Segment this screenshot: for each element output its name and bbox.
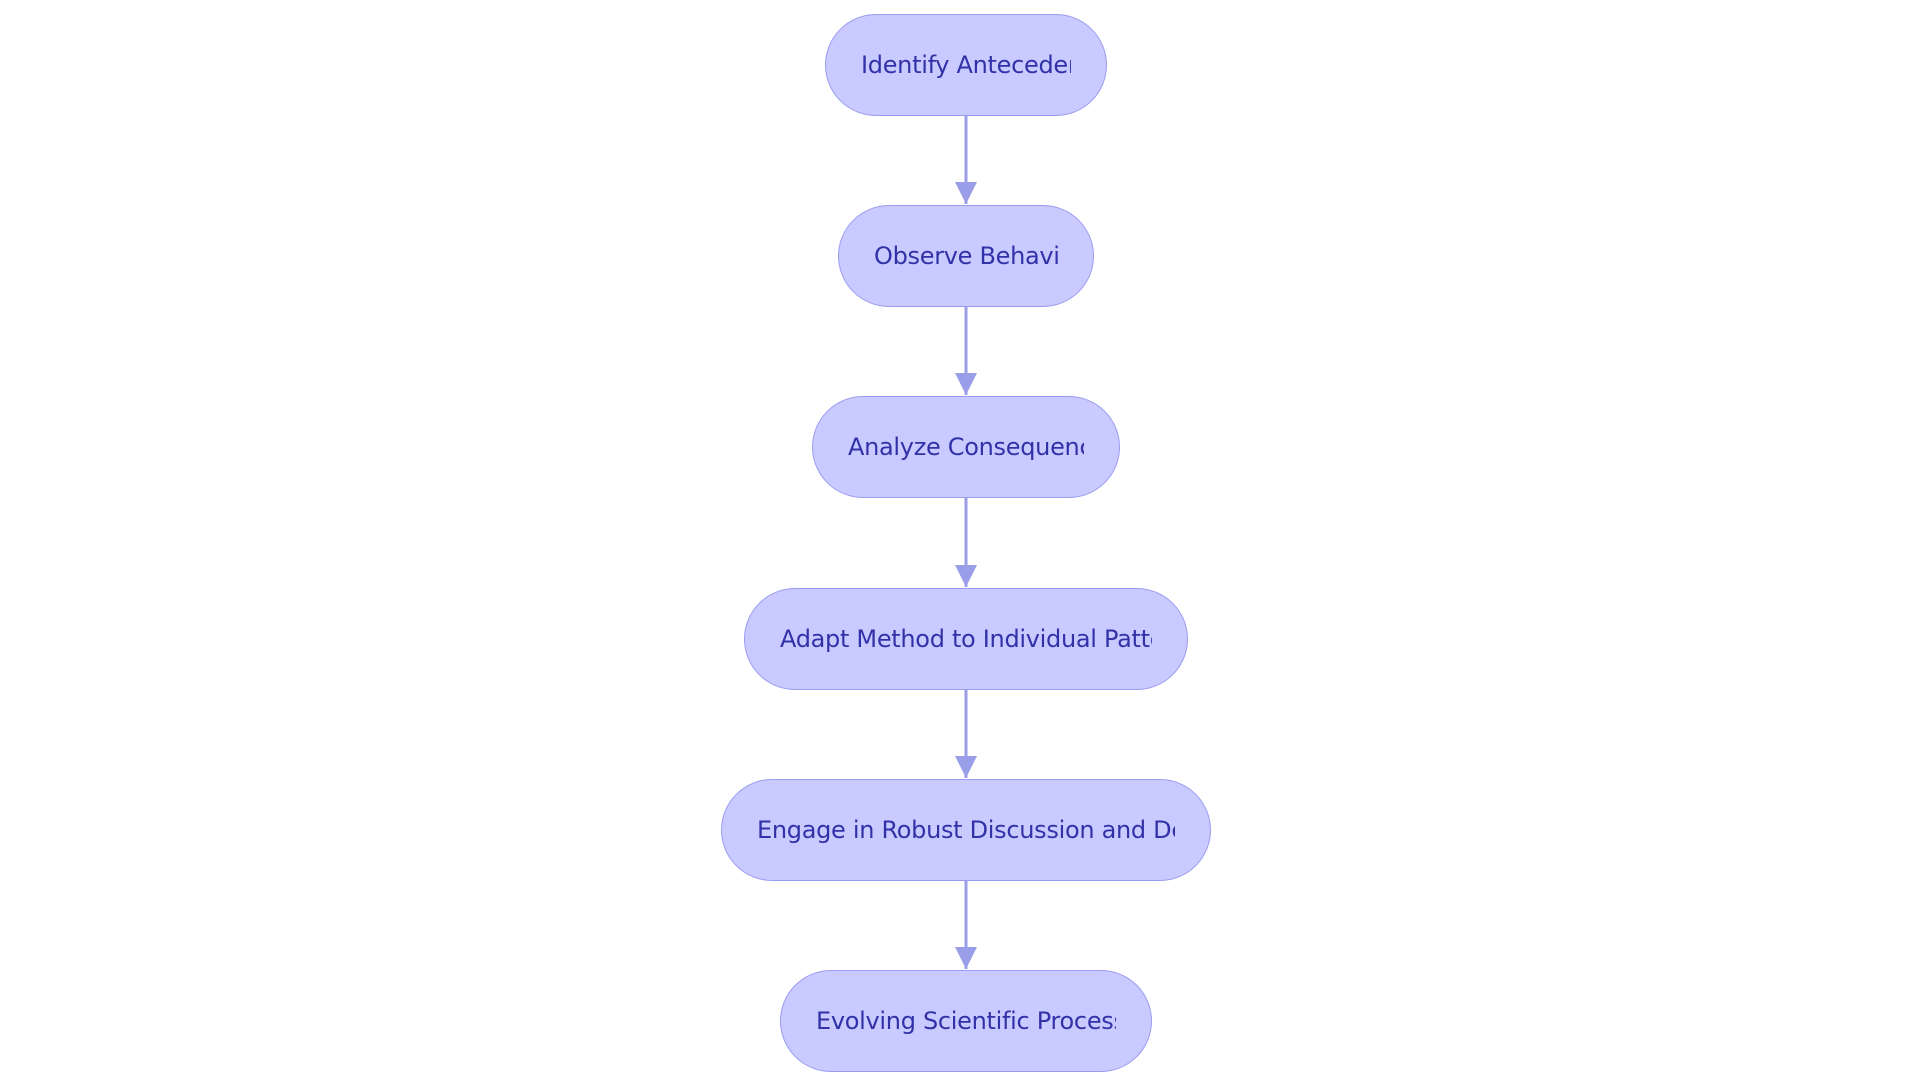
node-label: Identify Antecedents bbox=[861, 51, 1071, 79]
node-label: Engage in Robust Discussion and Debate bbox=[757, 816, 1175, 844]
node-label: Evolving Scientific Process bbox=[816, 1007, 1116, 1035]
node-evolving-process: Evolving Scientific Process bbox=[780, 970, 1152, 1072]
node-label: Adapt Method to Individual Patterns bbox=[780, 625, 1152, 653]
node-observe-behavior: Observe Behavior bbox=[838, 205, 1094, 307]
node-adapt-method: Adapt Method to Individual Patterns bbox=[744, 588, 1188, 690]
node-label: Observe Behavior bbox=[874, 242, 1058, 270]
node-identify-antecedents: Identify Antecedents bbox=[825, 14, 1107, 116]
node-label: Analyze Consequences bbox=[848, 433, 1084, 461]
node-engage-discussion: Engage in Robust Discussion and Debate bbox=[721, 779, 1211, 881]
node-analyze-consequences: Analyze Consequences bbox=[812, 396, 1120, 498]
